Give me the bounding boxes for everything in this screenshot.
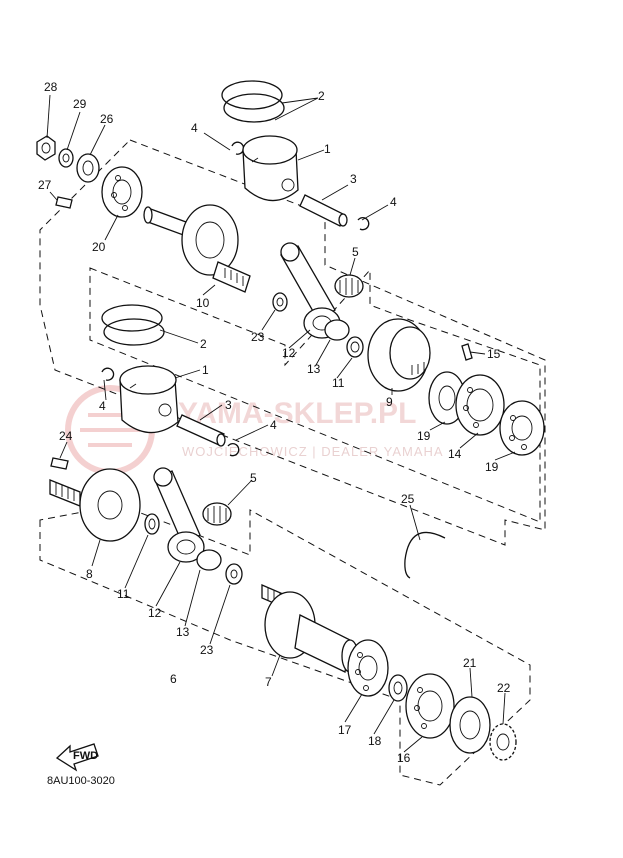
oil-seal-26: [76, 153, 100, 183]
bearing-14: [455, 374, 505, 436]
callout-4-lower-left: 4: [99, 399, 106, 413]
outer-group-outline: [39, 139, 546, 546]
callout-21: 21: [463, 656, 477, 670]
upper-crank-group-outline: [89, 267, 541, 523]
callout-19-rear: 19: [485, 460, 499, 474]
callout-8: 8: [86, 567, 93, 581]
callout-labels: 28 29 26 27 20 2 4 1 3 4 5 10 23 12 13 1…: [38, 80, 511, 765]
callout-7: 7: [265, 675, 272, 689]
callout-22: 22: [497, 681, 511, 695]
lower-piston-pin: [176, 414, 226, 447]
callout-20: 20: [92, 240, 106, 254]
callout-10: 10: [196, 296, 210, 310]
left-crankshaft: [143, 204, 251, 293]
callout-12-lower: 12: [148, 606, 162, 620]
callout-3-lower: 3: [225, 398, 232, 412]
sprocket-22: [489, 723, 517, 761]
upper-piston: [242, 135, 299, 202]
key-24: [50, 457, 69, 470]
callout-2-lower: 2: [200, 337, 207, 351]
callout-17: 17: [338, 723, 352, 737]
callout-9: 9: [386, 395, 393, 409]
fwd-label: FWD: [73, 750, 98, 762]
callout-24: 24: [59, 429, 73, 443]
group-outlines: [39, 139, 546, 786]
lower-piston-rings: [101, 304, 165, 346]
bearing-19-rear: [499, 400, 545, 456]
callout-13-lower: 13: [176, 625, 190, 639]
upper-piston-clip-right: [357, 217, 370, 231]
callout-4-lower-right: 4: [270, 418, 277, 432]
callout-11-lower: 11: [117, 587, 130, 601]
lower-connecting-rod: [153, 467, 205, 563]
callout-5-upper: 5: [352, 245, 359, 259]
callout-5-lower: 5: [250, 471, 257, 485]
callout-3-upper: 3: [350, 172, 357, 186]
leader-lines: [46, 94, 516, 753]
callout-14: 14: [448, 447, 462, 461]
callout-11-upper: 11: [332, 376, 345, 390]
callout-18: 18: [368, 734, 382, 748]
callout-1-upper: 1: [324, 142, 331, 156]
lower-piston: [119, 365, 179, 434]
bearing-16: [405, 673, 455, 739]
callout-29: 29: [73, 97, 87, 111]
callout-25: 25: [401, 492, 415, 506]
center-hub-9: [367, 318, 431, 392]
oil-seal-21: [449, 696, 491, 754]
crank-bearing-20: [101, 166, 143, 218]
upper-big-end-bearing: [324, 319, 350, 341]
washer-29: [58, 148, 74, 168]
lower-crank-washer-23: [225, 563, 243, 585]
callout-23-lower: 23: [200, 643, 214, 657]
lower-big-end-bearing: [196, 549, 222, 571]
callout-28: 28: [44, 80, 58, 94]
key-27: [55, 196, 73, 209]
callout-16: 16: [397, 751, 411, 765]
callout-27: 27: [38, 178, 52, 192]
nut-28: [36, 135, 56, 161]
callout-13-upper: 13: [307, 362, 321, 376]
callout-2-upper: 2: [318, 89, 325, 103]
callout-19-front: 19: [417, 429, 431, 443]
upper-piston-pin: [299, 194, 348, 227]
lower-piston-clip-right: [227, 443, 240, 457]
upper-piston-clip-left: [231, 141, 245, 155]
washer-18: [388, 674, 408, 702]
dowel-pin-15: [461, 343, 473, 361]
crankshaft-7: [261, 584, 359, 673]
crank-half-8: [49, 468, 141, 542]
callout-26: 26: [100, 112, 114, 126]
watermark-subtitle: WOJCIECHOWICZ | DEALER YAMAHA: [182, 444, 444, 459]
circlip-25: [404, 531, 446, 579]
callout-1-lower: 1: [202, 363, 209, 377]
bearing-17: [347, 639, 389, 697]
lower-piston-clip-left: [101, 367, 115, 381]
washer-11-lower: [144, 513, 160, 535]
callout-6: 6: [170, 672, 177, 686]
callout-4-upper-left: 4: [191, 121, 198, 135]
fwd-arrow-icon: FWD: [55, 743, 99, 772]
lower-crank-group-outline: [39, 504, 531, 786]
upper-crank-washer-23: [272, 292, 288, 312]
callout-23-upper: 23: [251, 330, 265, 344]
upper-small-end-bearing: [334, 274, 364, 298]
lower-small-end-bearing: [202, 502, 232, 526]
callout-15: 15: [487, 347, 501, 361]
callout-12-upper: 12: [282, 346, 296, 360]
diagram-code: 8AU100-3020: [47, 775, 115, 787]
watermark-brand: YAMA-SKLEP.PL: [178, 397, 416, 430]
upper-thrust-washer: [346, 336, 364, 358]
callout-4-upper-right: 4: [390, 195, 397, 209]
upper-piston-rings: [221, 80, 285, 123]
